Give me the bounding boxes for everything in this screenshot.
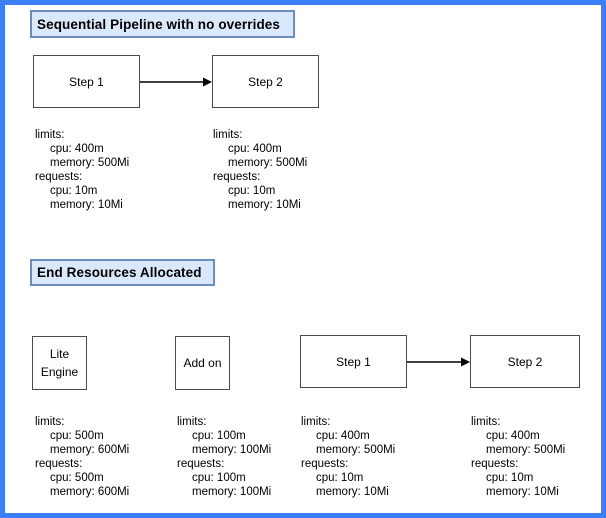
section-title-end-resources: End Resources Allocated [30,259,215,286]
resource-line: requests: [213,171,261,183]
resource-line: limits: [35,416,65,428]
node-step2: Step 2 [212,55,319,108]
resource-line: cpu: 10m [316,472,364,484]
resource-line: memory: 10Mi [486,486,559,498]
resource-line: limits: [177,416,207,428]
resource-line: requests: [471,458,519,470]
resource-line: cpu: 10m [486,472,534,484]
arrow-step1-to-step2-end-icon [407,357,470,367]
resource-block-step1: limits: cpu: 400m memory: 500Mi requests… [35,128,129,212]
resource-line: memory: 500Mi [486,444,566,456]
resource-line: cpu: 10m [50,185,98,197]
section-title-sequential-pipeline: Sequential Pipeline with no overrides [30,10,295,38]
resource-line: cpu: 500m [50,430,104,442]
resource-line: cpu: 100m [192,430,246,442]
node-step2-end: Step 2 [470,335,580,388]
resource-line: cpu: 400m [228,143,282,155]
resource-line: memory: 100Mi [192,486,272,498]
resource-line: cpu: 400m [486,430,540,442]
node-step1-end: Step 1 [300,335,407,388]
resource-line: requests: [35,458,83,470]
resource-line: requests: [35,171,83,183]
resource-line: cpu: 400m [50,143,104,155]
resource-line: memory: 500Mi [228,157,308,169]
resource-line: memory: 600Mi [50,444,130,456]
resource-line: cpu: 10m [228,185,276,197]
resource-line: requests: [177,458,225,470]
node-step1: Step 1 [33,55,140,108]
resource-line: memory: 10Mi [50,199,123,211]
resource-block-add-on: limits: cpu: 100m memory: 100Mi requests… [177,415,271,499]
resource-block-step2-end: limits: cpu: 400m memory: 500Mi requests… [471,415,565,499]
resource-line: memory: 500Mi [316,444,396,456]
resource-line: memory: 500Mi [50,157,130,169]
node-add-on: Add on [175,336,230,390]
arrow-step1-to-step2-icon [140,77,212,87]
resource-line: requests: [301,458,349,470]
resource-block-lite-engine: limits: cpu: 500m memory: 600Mi requests… [35,415,129,499]
resource-line: memory: 10Mi [228,199,301,211]
resource-line: limits: [301,416,331,428]
resource-block-step2: limits: cpu: 400m memory: 500Mi requests… [213,128,307,212]
resource-line: cpu: 500m [50,472,104,484]
resource-block-step1-end: limits: cpu: 400m memory: 500Mi requests… [301,415,395,499]
node-lite-engine: Lite Engine [32,336,87,390]
resource-line: memory: 100Mi [192,444,272,456]
resource-line: cpu: 100m [192,472,246,484]
resource-line: memory: 10Mi [316,486,389,498]
resource-line: cpu: 400m [316,430,370,442]
resource-line: memory: 600Mi [50,486,130,498]
resource-line: limits: [213,129,243,141]
resource-line: limits: [471,416,501,428]
resource-line: limits: [35,129,65,141]
